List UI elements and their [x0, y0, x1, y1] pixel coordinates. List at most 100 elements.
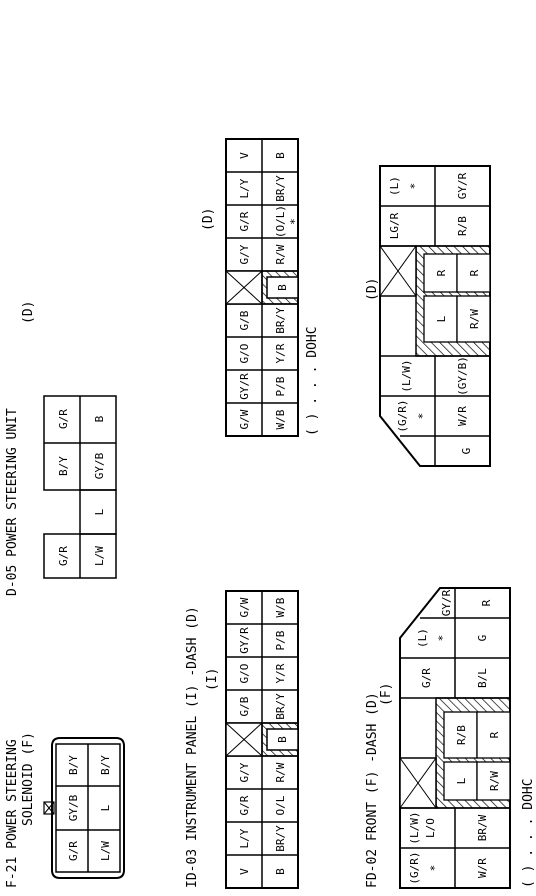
- connector-pin-label: G/R: [420, 668, 433, 688]
- connector-pin-label: R: [435, 269, 448, 276]
- star-mark: ∗: [426, 865, 439, 872]
- connector-pin-label: (L/W): [408, 811, 421, 844]
- connector-pin-label: G/B: [238, 696, 251, 716]
- connector-pin-label: Y/R: [274, 663, 287, 683]
- connector-pin-label: BR/Y: [274, 825, 287, 852]
- connector-pin-label: BR/Y: [274, 693, 287, 720]
- connector-outline: [399, 587, 511, 889]
- f21-pin: B/Y: [67, 755, 80, 775]
- connector-pin-label: R/B: [456, 216, 469, 236]
- connector-pin-label: O/L: [274, 795, 287, 815]
- connector-pin-label: G/O: [238, 664, 251, 684]
- f21-pin: B/Y: [99, 755, 112, 775]
- connector-pin-label: V: [238, 152, 251, 159]
- fd02-f-label: (F): [379, 683, 394, 706]
- connector-pin-label: G/B: [238, 310, 251, 330]
- connector-cell: [456, 253, 491, 293]
- lock-cross: [225, 270, 263, 305]
- connector-pin-label: R: [468, 269, 481, 276]
- d05-connector: G/R L/W L B/Y G/R GY/B B: [43, 395, 117, 579]
- connector-pin-label: L: [455, 777, 468, 784]
- connector-pin-label: (L): [416, 628, 429, 648]
- connector-pin-label: GY/R: [238, 627, 251, 654]
- connector-pin-label: (O/L): [274, 205, 287, 238]
- connector-pin-label: GY/R: [238, 373, 251, 400]
- star-mark: ∗: [406, 183, 419, 190]
- connector-cell: [476, 761, 511, 801]
- connector-cell: [456, 295, 491, 343]
- d05-title: D-05 POWER STEERING UNIT: [5, 408, 20, 596]
- lock-cross: [225, 722, 263, 757]
- connector-pin-label: B/L: [476, 668, 489, 688]
- star-mark: ∗: [414, 413, 427, 420]
- connector-pin-label: L: [435, 315, 448, 322]
- connector-pin-label: W/R: [456, 406, 469, 426]
- key-pin-box: [266, 276, 299, 299]
- d05-pin: L/W: [93, 546, 106, 566]
- connector-pin-label: W/R: [476, 858, 489, 878]
- d05-pin: B/Y: [57, 456, 70, 476]
- connector-pin-label: L/Y: [238, 828, 251, 848]
- connector-pin-label: G/Y: [238, 762, 251, 782]
- connector-pin-label: R/W: [468, 309, 481, 329]
- id03-d-label: (D): [201, 208, 216, 231]
- connector-pin-label: (G/R): [408, 851, 421, 884]
- connector-pin-label: R: [480, 599, 493, 606]
- connector-pin-label: R: [488, 731, 501, 738]
- connector-pin-label: (G/R): [396, 399, 409, 432]
- connector-outline: [379, 165, 491, 467]
- d05-pin: G/R: [57, 409, 70, 429]
- d05-pin: L: [93, 508, 106, 515]
- f21-title: F-21 POWER STEERING: [5, 739, 20, 888]
- fd02-f-connector: (G/R)(L/W)L/O∗W/RBR/WG/R(L)∗GY/RB/LGLR/B…: [399, 587, 511, 889]
- key-pin-box: [266, 728, 299, 751]
- connector-pin-label: B: [274, 152, 287, 159]
- connector-pin-label: GY/R: [440, 589, 453, 616]
- connector-pin-label: L/O: [424, 818, 437, 838]
- connector-pin-label: BR/Y: [274, 307, 287, 334]
- connector-pin-label: G/O: [238, 344, 251, 364]
- lock-cross: [399, 757, 437, 809]
- id03-note: ( ) . . . DOHC: [305, 326, 320, 436]
- fd02-d-connector: (L)LG/R∗GY/RR/B(L/W)(G/R)∗(GY/B)W/RRLRR/…: [379, 165, 491, 467]
- f21-pin: G/R: [67, 841, 80, 861]
- connector-pin-label: GY/R: [456, 172, 469, 199]
- connector-pin-label: W/B: [274, 409, 287, 429]
- connector-pin-label: G/W: [238, 409, 251, 429]
- connector-pin-label: G: [476, 635, 489, 642]
- f21-pin: L/W: [99, 841, 112, 861]
- lock-cross: [379, 245, 417, 297]
- connector-pin-label: BR/Y: [274, 175, 287, 202]
- connector-pin-label: G/R: [238, 211, 251, 231]
- f21-pin: GY/B: [67, 794, 80, 821]
- connector-pin-label: R/W: [274, 762, 287, 782]
- id03-i-label: (I): [205, 668, 220, 691]
- connector-pin-label: G/W: [238, 597, 251, 617]
- fd02-title: FD-02 FRONT (F) -DASH (D): [365, 692, 380, 888]
- f21-connector: G/R GY/B B/Y L/W L B/Y: [43, 737, 125, 879]
- connector-pin-label: Y/R: [274, 343, 287, 363]
- connector-pin-label: R/W: [274, 244, 287, 264]
- d05-pin: G/R: [57, 546, 70, 566]
- connector-pin-label: B: [274, 868, 287, 875]
- d05-subtitle: (D): [21, 301, 36, 324]
- connector-pin-label: P/B: [274, 376, 287, 396]
- connector-pin-label: G: [460, 448, 473, 455]
- d05-pin: B: [93, 415, 106, 422]
- connector-pin-label: LG/R: [388, 212, 401, 239]
- d05-pin: GY/B: [93, 452, 106, 479]
- fd02-note: ( ) . . . DOHC: [521, 778, 536, 888]
- connector-cell: [476, 711, 511, 759]
- connector-pin-label: B: [276, 284, 289, 291]
- f21-pin: L: [99, 804, 112, 811]
- connector-pin-label: P/B: [274, 630, 287, 650]
- connector-pin-label: B: [276, 736, 289, 743]
- connector-pin-label: R/W: [488, 771, 501, 791]
- connector-pin-label: V: [238, 868, 251, 875]
- fd02-d-label: (D): [365, 278, 380, 301]
- id03-title: ID-03 INSTRUMENT PANEL (I) -DASH (D): [185, 606, 200, 888]
- connector-pin-label: (L/W): [400, 359, 413, 392]
